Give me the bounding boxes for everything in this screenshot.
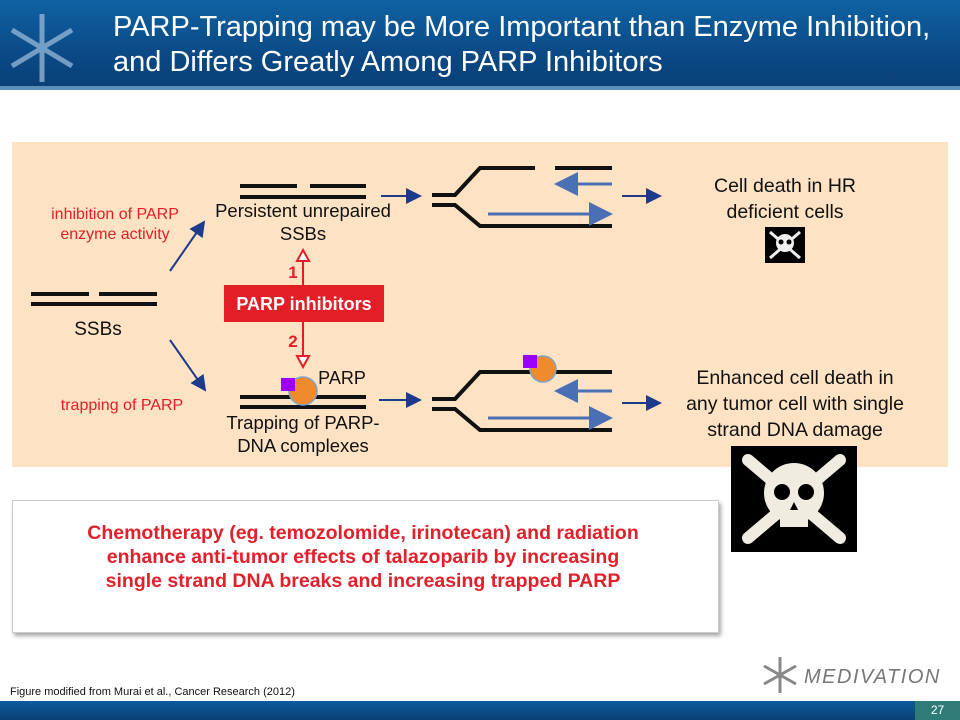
parp-label: PARP [318, 368, 366, 388]
medivation-logo: MEDIVATION [760, 655, 950, 700]
arrow-to-trapping [169, 339, 207, 392]
brand-name: MEDIVATION [804, 666, 941, 688]
persistent-label: Persistent unrepaired [215, 200, 391, 221]
trapping-label: trapping of PARP [61, 397, 183, 414]
trapping-complex-label: Trapping of PARP- [226, 412, 379, 433]
chemotherapy-callout: Chemotherapy (eg. temozolomide, irinotec… [12, 500, 719, 633]
path-1-number: 1 [288, 263, 297, 282]
arrow-to-persistent [169, 220, 206, 272]
path-2-number: 2 [288, 332, 297, 351]
outcome-bottom-label-2: any tumor cell with single [686, 393, 904, 415]
title-bar [0, 0, 960, 88]
slide-title: PARP-Trapping may be More Important than… [113, 11, 931, 78]
callout-text: Chemotherapy (eg. temozolomide, irinotec… [87, 522, 639, 592]
outcome-top-label: Cell death in HR [714, 175, 856, 197]
inhibition-label-2: enzyme activity [60, 226, 169, 243]
medivation-star-logo-icon [10, 14, 74, 82]
medivation-logo-icon: MEDIVATION [763, 657, 941, 693]
path-1-arrowhead-icon [295, 247, 311, 262]
replication-forks [432, 166, 612, 432]
footer-bar [0, 701, 915, 720]
outcome-bottom-label: Enhanced cell death in [696, 367, 893, 389]
page-number: 27 [915, 701, 960, 720]
inhibition-label: inhibition of PARP [51, 206, 179, 223]
diagram-background [12, 142, 948, 467]
parp-inhibitors-box [224, 285, 384, 322]
outcome-bottom-label-3: strand DNA damage [707, 419, 883, 441]
persistent-label-2: SSBs [280, 223, 326, 244]
inhibitor-tag-icon [523, 355, 537, 368]
path-2-arrowhead-icon [295, 355, 311, 370]
outcome-top-label-2: deficient cells [726, 201, 843, 223]
title-divider [0, 86, 960, 90]
figure-citation: Figure modified from Murai et al., Cance… [10, 686, 295, 698]
ssbs-label: SSBs [74, 319, 122, 340]
small-skull-crossbones-icon [765, 227, 805, 263]
inhibitor-tag-icon [281, 378, 295, 391]
large-skull-crossbones-icon [731, 446, 857, 552]
trapping-complex-label-2: DNA complexes [237, 435, 369, 456]
parp-inhibitors-label: PARP inhibitors [236, 294, 371, 314]
